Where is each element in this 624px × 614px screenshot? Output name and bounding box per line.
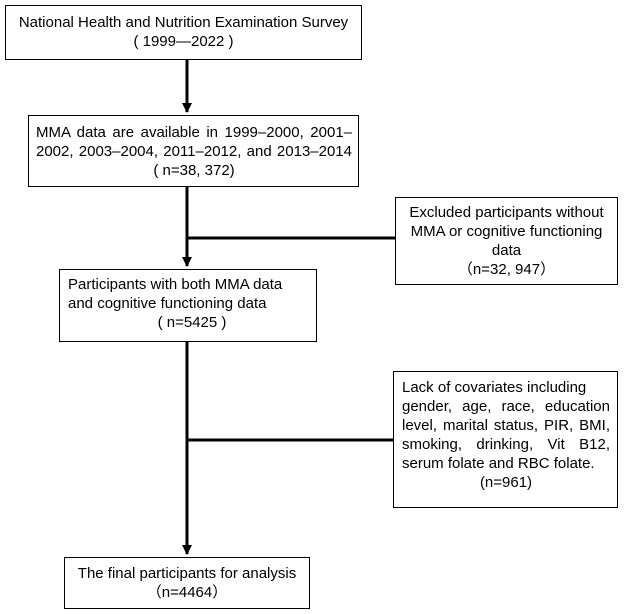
- survey-box: National Health and Nutrition Examinatio…: [5, 5, 362, 60]
- excluded-line-1: Excluded participants without: [409, 204, 604, 221]
- mma-line-1: MMA data are available in 1999–2000, 200…: [36, 124, 352, 141]
- mma-line-2: 2002, 2003–2004, 2011–2012, and 2013–201…: [36, 143, 352, 160]
- excluded-mma-box: Excluded participants without MMA or cog…: [395, 197, 618, 285]
- lack-line-3: level, marital status, PIR, BMI,: [402, 417, 610, 434]
- excluded-line-2: MMA or cognitive functioning: [410, 223, 603, 240]
- lack-line-1: Lack of covariates including: [402, 379, 587, 396]
- lack-line-4: smoking, drinking, Vit B12,: [402, 436, 610, 453]
- excluded-line-4: （n=32, 947）: [457, 261, 556, 278]
- both-line-1: Participants with both MMA data: [68, 276, 283, 293]
- final-box: The final participants for analysis （n=4…: [64, 557, 310, 609]
- survey-line-1: National Health and Nutrition Examinatio…: [18, 14, 349, 31]
- final-line-2: （n=4464）: [146, 584, 228, 601]
- both-line-2: and cognitive functioning data: [68, 295, 267, 312]
- both-line-3: ( n=5425 ): [157, 314, 227, 331]
- lack-line-6: (n=961): [479, 474, 533, 491]
- lack-line-2: gender, age, race, education: [402, 398, 610, 415]
- mma-line-3: ( n=38, 372): [153, 162, 235, 179]
- lack-line-5: serum folate and RBC folate.: [402, 455, 595, 472]
- survey-line-2: ( 1999—2022 ): [133, 33, 234, 50]
- excluded-line-3: data: [491, 242, 522, 259]
- both-data-box: Participants with both MMA data and cogn…: [59, 269, 317, 342]
- mma-available-box: MMA data are available in 1999–2000, 200…: [28, 115, 359, 187]
- final-line-1: The final participants for analysis: [77, 565, 297, 582]
- lack-covariates-box: Lack of covariates including gender, age…: [393, 371, 618, 508]
